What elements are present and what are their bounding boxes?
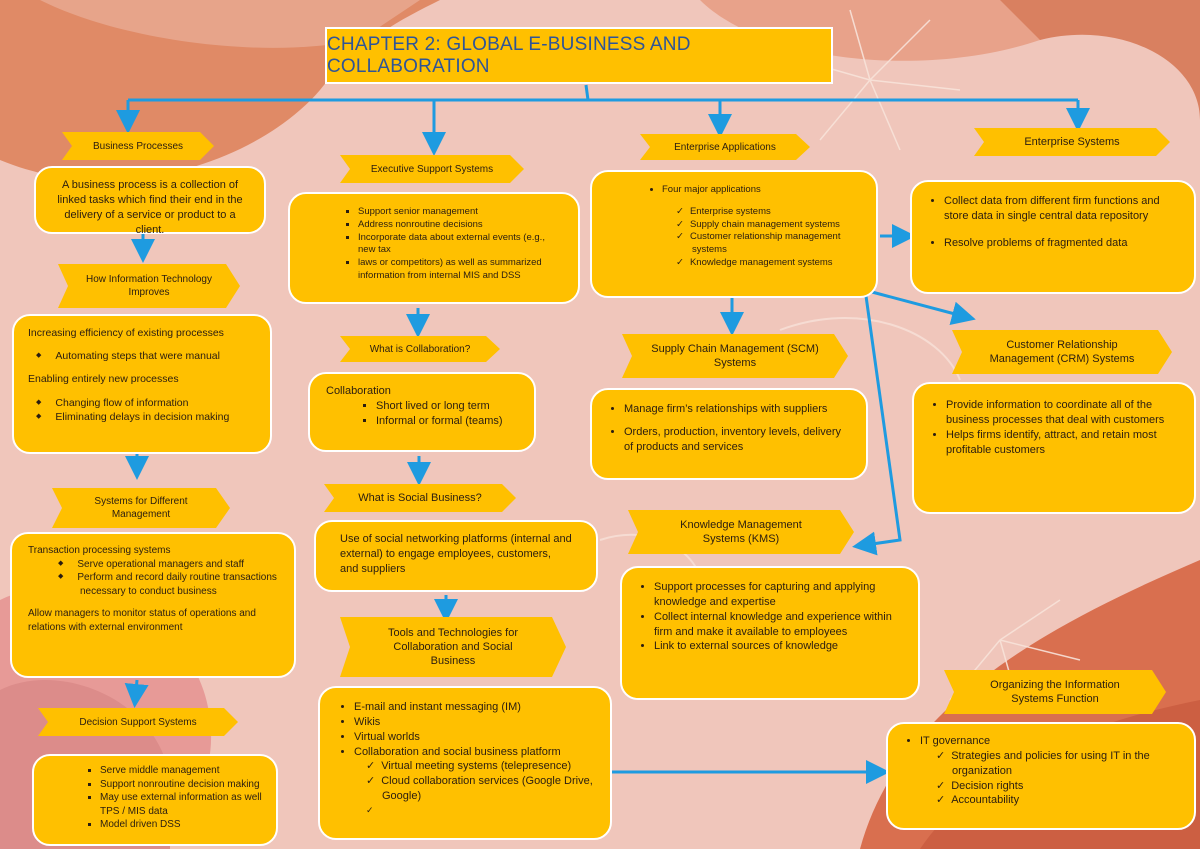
enterprise-apps-label: Enterprise Applications <box>640 134 810 160</box>
list-item: Incorporate data about external events (… <box>358 232 562 258</box>
list-item: Model driven DSS <box>100 818 262 832</box>
scm-label: Supply Chain Management (SCM) Systems <box>622 334 848 378</box>
list-item: Virtual worlds <box>354 730 594 745</box>
collaboration-heading: Collaboration <box>326 385 391 397</box>
list-item: IT governance <box>920 734 1180 749</box>
crm-label: Customer Relationship Management (CRM) S… <box>952 330 1172 374</box>
list-item: Strategies and policies for using IT in … <box>951 749 1180 779</box>
social-business-box: Use of social networking platforms (inte… <box>314 520 598 592</box>
list-item: Orders, production, inventory levels, de… <box>624 425 852 455</box>
list-item: Link to external sources of knowledge <box>654 639 904 654</box>
tools-label: Tools and Technologies for Collaboration… <box>340 617 566 677</box>
systems-management-box: Transaction processing systems Serve ope… <box>10 532 296 678</box>
systems-management-label: Systems for Different Management <box>52 488 230 528</box>
enterprise-systems-box: Collect data from different firm functio… <box>910 180 1196 294</box>
kms-label: Knowledge Management Systems (KMS) <box>628 510 854 554</box>
business-processes-box: A business process is a collection of li… <box>34 166 266 236</box>
it-improves-label: How Information Technology Improves <box>58 264 240 308</box>
it-improves-box: Increasing efficiency of existing proces… <box>12 314 272 454</box>
list-item: Collect internal knowledge and experienc… <box>654 610 904 640</box>
org-is-box: IT governance Strategies and policies fo… <box>886 722 1196 830</box>
list-item: Support processes for capturing and appl… <box>654 580 904 610</box>
list-item: Collaboration and social business platfo… <box>354 745 594 760</box>
tps-heading: Transaction processing systems <box>28 545 171 556</box>
list-item: Helps firms identify, attract, and retai… <box>946 428 1180 458</box>
kms-box: Support processes for capturing and appl… <box>620 566 920 700</box>
list-item: Provide information to coordinate all of… <box>946 398 1180 428</box>
business-process-definition: A business process is a collection of li… <box>57 179 243 236</box>
list-item: Accountability <box>951 793 1180 808</box>
list-item: Address nonroutine decisions <box>358 219 562 232</box>
tools-box: E-mail and instant messaging (IM) Wikis … <box>318 686 612 840</box>
list-item: Supply chain management systems <box>690 219 862 232</box>
list-item: Short lived or long term <box>376 399 518 414</box>
efficiency-heading: Increasing efficiency of existing proces… <box>28 327 224 339</box>
enterprise-apps-box: Four major applications Enterprise syste… <box>590 170 878 298</box>
new-processes-heading: Enabling entirely new processes <box>28 373 179 386</box>
collaboration-box: Collaboration Short lived or long term I… <box>308 372 536 452</box>
list-item: Cloud collaboration services (Google Dri… <box>381 774 594 804</box>
list-item: Perform and record daily routine transac… <box>77 571 278 598</box>
list-item: laws or competitors) as well as summariz… <box>358 257 562 283</box>
list-item: Virtual meeting systems (telepresence) <box>381 759 594 774</box>
list-item: Eliminating delays in decision making <box>55 410 256 424</box>
list-item: Four major applications <box>662 184 862 197</box>
list-item: Support nonroutine decision making <box>100 778 262 792</box>
list-item: Serve middle management <box>100 764 262 778</box>
list-item: Changing flow of information <box>55 396 256 410</box>
crm-box: Provide information to coordinate all of… <box>912 382 1196 514</box>
systems-footer: Allow managers to monitor status of oper… <box>28 608 256 633</box>
list-item: Decision rights <box>951 779 1180 794</box>
list-item: Collect data from different firm functio… <box>944 194 1180 224</box>
list-item: May use external information as well TPS… <box>100 791 262 818</box>
dss-box: Serve middle management Support nonrouti… <box>32 754 278 846</box>
dss-label: Decision Support Systems <box>38 708 238 736</box>
list-item: Wikis <box>354 715 594 730</box>
list-item: Manage firm’s relationships with supplie… <box>624 402 852 417</box>
spacer <box>944 224 1180 236</box>
collaboration-label: What is Collaboration? <box>340 336 500 362</box>
enterprise-systems-label: Enterprise Systems <box>974 128 1170 156</box>
list-item: Serve operational managers and staff <box>77 558 278 572</box>
scm-box: Manage firm’s relationships with supplie… <box>590 388 868 480</box>
list-item <box>382 804 594 816</box>
list-item: E-mail and instant messaging (IM) <box>354 700 594 715</box>
list-item: Informal or formal (teams) <box>376 414 518 429</box>
business-processes-label: Business Processes <box>62 132 214 160</box>
ess-label: Executive Support Systems <box>340 155 524 183</box>
chapter-title: CHAPTER 2: GLOBAL E-BUSINESS AND COLLABO… <box>325 27 833 84</box>
social-business-label: What is Social Business? <box>324 484 516 512</box>
list-item: Automating steps that were manual <box>55 349 256 363</box>
list-item: Enterprise systems <box>690 206 862 219</box>
list-item: Customer relationship management systems <box>690 231 862 257</box>
list-item: Knowledge management systems <box>690 257 862 270</box>
spacer <box>624 417 852 425</box>
list-item: Support senior management <box>358 206 562 219</box>
social-business-text: Use of social networking platforms (inte… <box>340 533 572 575</box>
ess-box: Support senior management Address nonrou… <box>288 192 580 304</box>
list-item: Resolve problems of fragmented data <box>944 236 1180 251</box>
org-is-label: Organizing the Information Systems Funct… <box>944 670 1166 714</box>
